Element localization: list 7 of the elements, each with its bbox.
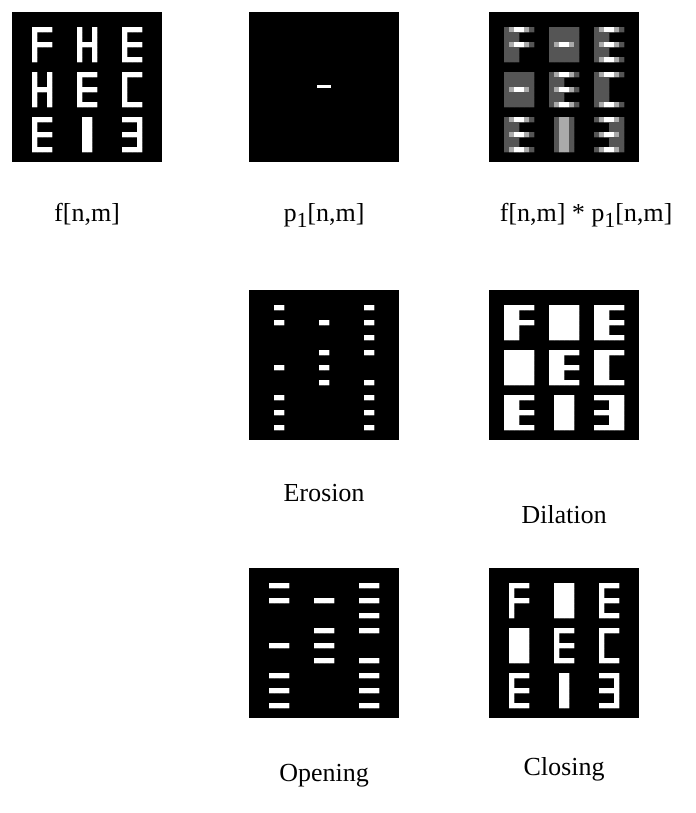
image-caption: Opening (279, 758, 369, 788)
image-caption: Erosion (284, 478, 364, 508)
image-caption: f[n,m] (54, 198, 120, 228)
image-caption: Closing (524, 752, 604, 782)
image-caption: p$_{1}$[n,m] (284, 198, 364, 234)
image-caption: f[n,m] * p$_{1}$[n,m] (500, 198, 672, 234)
image-caption: Dilation (521, 500, 607, 530)
